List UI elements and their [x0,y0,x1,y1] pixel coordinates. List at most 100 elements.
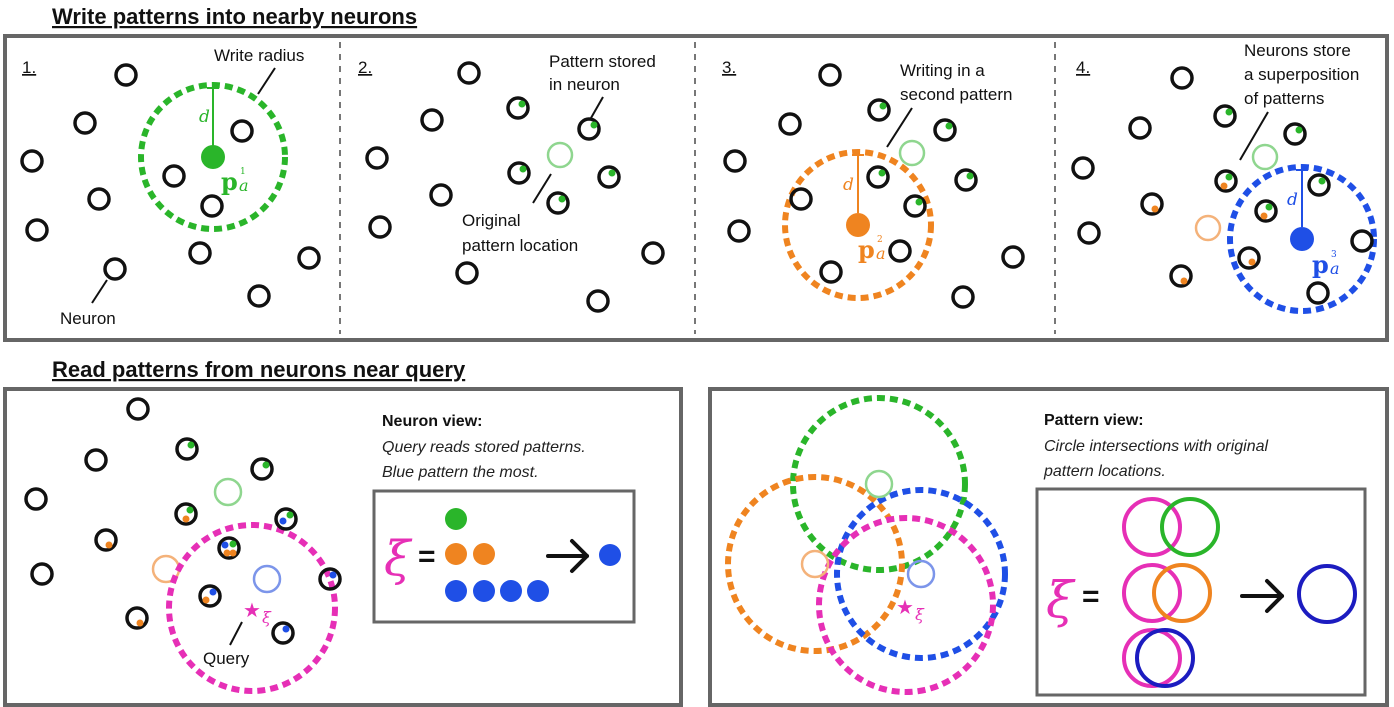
pattern-view-panel: ★ ξ Pattern view: Circle intersections w… [725,395,1367,697]
neuron [318,567,342,591]
neuron [1128,116,1152,140]
neuron [1306,281,1330,305]
original-pattern-location-orange [1194,214,1222,242]
stored-label-line1: Pattern stored [549,52,656,71]
pattern-view-readout-box [1035,487,1367,697]
overlap-circle-magenta [1122,628,1182,688]
d-label-1: d [199,107,210,127]
readout-result-blue-dot [599,544,621,566]
neuron [1170,66,1194,90]
neuron [954,168,978,192]
stored-dots-panel-4 [1151,108,1326,285]
neuron [867,98,891,122]
stored-green-dot [518,100,526,108]
readout-green-dot [445,508,467,530]
neuron [162,164,186,188]
neuron-view-readout-box [372,489,636,624]
neuron [1214,169,1238,193]
d-label-4: d [1287,190,1298,210]
stored-green-dot [879,102,887,110]
neuron [586,289,610,313]
overlap-circle-darkblue [1135,628,1195,688]
pattern-view-line1: Circle intersections with original [1044,438,1269,455]
neuron [103,257,127,281]
original-pattern-location-green [1251,143,1279,171]
neuron-view-line1: Query reads stored patterns. [382,439,586,456]
pattern-view-frame [708,387,1389,707]
bottom-section-title: Read patterns from neurons near query [52,357,466,382]
pattern-sub-label-1: a [239,176,249,195]
panel-4: 4. Neurons store a superposition of patt… [1071,41,1377,314]
original-pattern-location-green [898,139,926,167]
write-radius-label: Write radius [214,46,304,65]
readout-xi: ξ [1046,571,1076,629]
stored-green-dot [878,169,886,177]
overlap-pair-magenta-blue [1122,628,1195,688]
neuron [420,108,444,132]
second-label-line1: Writing in a [900,61,985,80]
neuron [429,183,453,207]
pattern-circle-green [790,395,968,573]
super-label-line3: of patterns [1244,89,1324,108]
stored-green-dot [1318,177,1326,185]
neuron [250,457,274,481]
neuron-view-frame [3,387,683,707]
stored-dots-panel-3 [878,102,974,206]
neuron [727,219,751,243]
stored-green-dot [187,441,195,449]
neuron [365,146,389,170]
neuron [1237,246,1261,270]
stored-orange-dot [1151,205,1159,213]
overlap-circle-magenta [1122,497,1182,557]
readout-arrow-icon [546,539,589,573]
neuron [951,285,975,309]
neuron [455,261,479,285]
neuron [114,63,138,87]
neuron [126,397,150,421]
stored-green-dot [915,198,923,206]
readout-blue-dot [500,580,522,602]
stored-orange-dot [1220,182,1228,190]
stored-orange-dot [1248,258,1256,266]
neuron [1350,229,1374,253]
stored-dots-neuron-view [105,441,337,633]
top-section-title: Write patterns into nearby neurons [52,4,417,29]
neuron [457,61,481,85]
neuron [84,448,108,472]
d-label-3: d [843,175,854,195]
neuron [1283,122,1307,146]
neuron [30,562,54,586]
readout-orange-dot [445,543,467,565]
pattern-p-label-3: p [858,235,875,264]
readout-orange-dot [473,543,495,565]
write-radius-pointer [257,67,276,95]
neuron [1001,245,1025,269]
neuron-pointer [91,279,108,304]
pattern-circle-blue [834,487,1008,661]
neuron [274,507,298,531]
stored-green-dot [186,506,194,514]
neuron [888,239,912,263]
pattern-view-header: Pattern view: [1044,412,1144,429]
neuron [933,118,957,142]
stored-orange-dot [1260,212,1268,220]
step-label-3: 3. [722,58,736,77]
stored-green-dot [262,461,270,469]
stored-orange-dot [182,515,190,523]
original-pattern-location-orange [800,549,830,579]
neurons-panel-4 [1071,66,1374,305]
stored-orange-dot [136,619,144,627]
overlap-circle-green [1160,497,1220,557]
stored-green-dot [966,172,974,180]
stored-orange-dot [105,541,113,549]
stored-green-dot [286,511,294,519]
pattern-circle-magenta [816,515,996,695]
stored-green-dot [945,122,953,130]
neuron [903,194,927,218]
step-label-1: 1. [22,58,36,77]
stored-label-line2: in neuron [549,75,620,94]
neuron [198,584,222,608]
neuron [1254,199,1278,223]
neuron [87,187,111,211]
